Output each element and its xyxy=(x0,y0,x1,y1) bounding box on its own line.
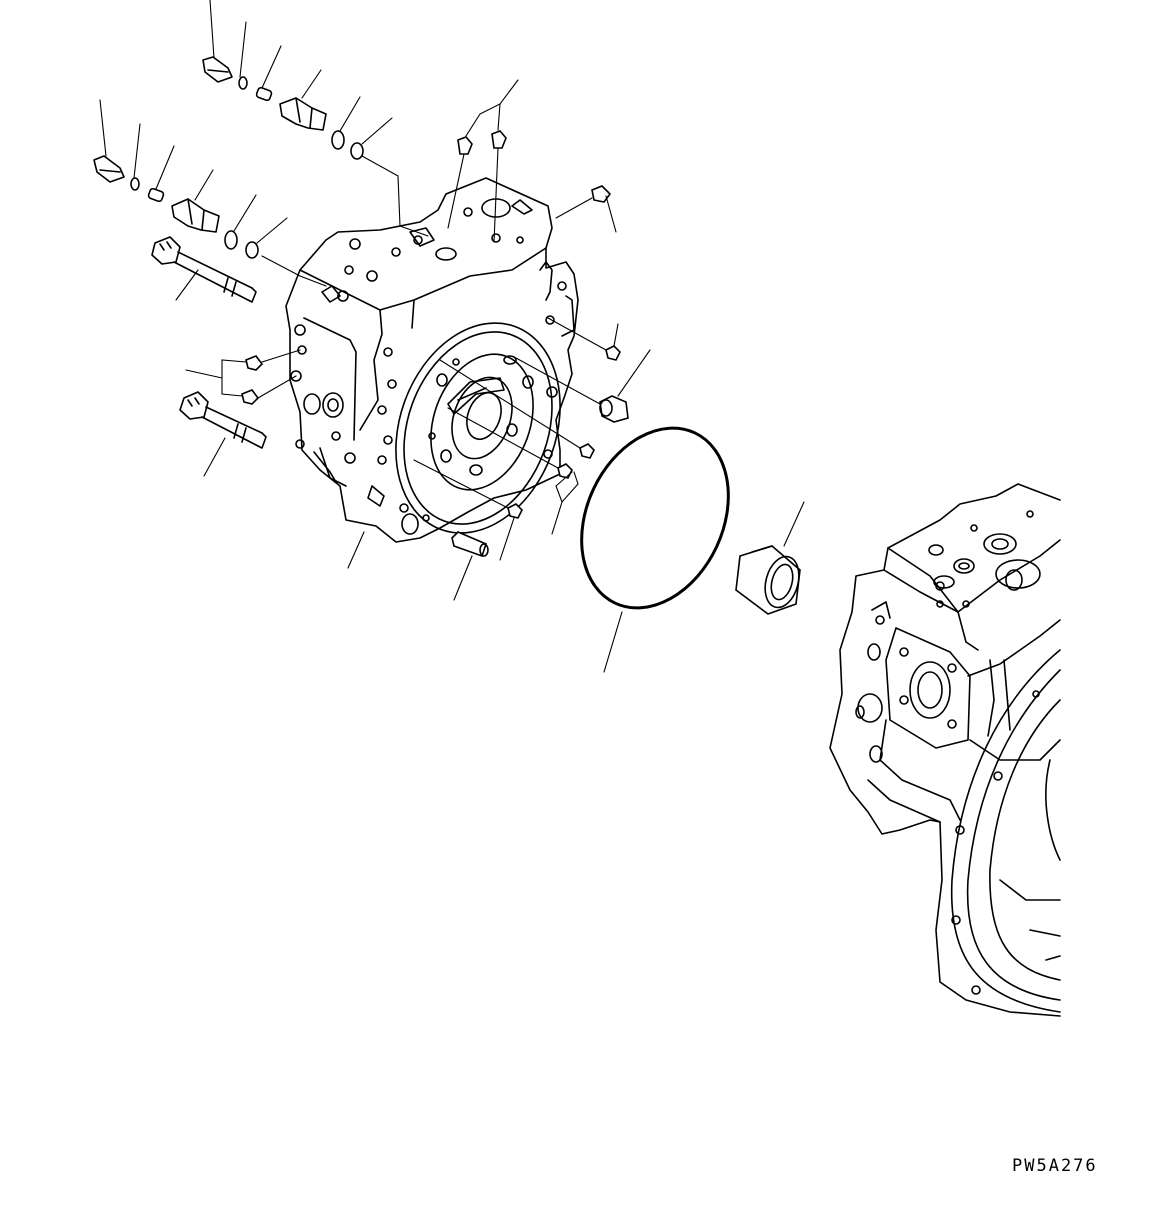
plugs-side xyxy=(185,349,301,405)
o-ring-upper-a xyxy=(331,96,361,150)
plug-upper xyxy=(279,69,327,131)
pump-case-body xyxy=(285,177,579,543)
body-leader xyxy=(347,531,365,569)
plugs-top xyxy=(447,79,519,243)
pin-lower xyxy=(147,145,175,203)
large-o-ring xyxy=(580,426,730,673)
engine-housing xyxy=(829,483,1061,1017)
adjust-screw-upper xyxy=(202,0,233,83)
pin-upper xyxy=(255,45,282,102)
bearing-sleeve xyxy=(735,501,805,615)
o-ring-lower-a xyxy=(224,194,257,250)
plug-right-top xyxy=(555,185,617,233)
plug-right xyxy=(547,317,621,361)
figure-code: PW5A276 xyxy=(1012,1156,1098,1176)
small-plugs-right xyxy=(413,359,595,561)
cap-plug xyxy=(515,349,651,423)
adjust-screw-lower xyxy=(93,99,125,183)
long-bolt-upper xyxy=(151,236,257,303)
dowel-pin xyxy=(451,531,489,601)
o-ring-upper-b xyxy=(350,117,393,160)
plug-lower xyxy=(171,169,220,233)
o-ring-small-lower xyxy=(130,123,141,191)
long-bolt-lower xyxy=(179,391,267,477)
o-ring-lower-b xyxy=(245,217,288,259)
o-ring-small-upper xyxy=(238,21,248,90)
